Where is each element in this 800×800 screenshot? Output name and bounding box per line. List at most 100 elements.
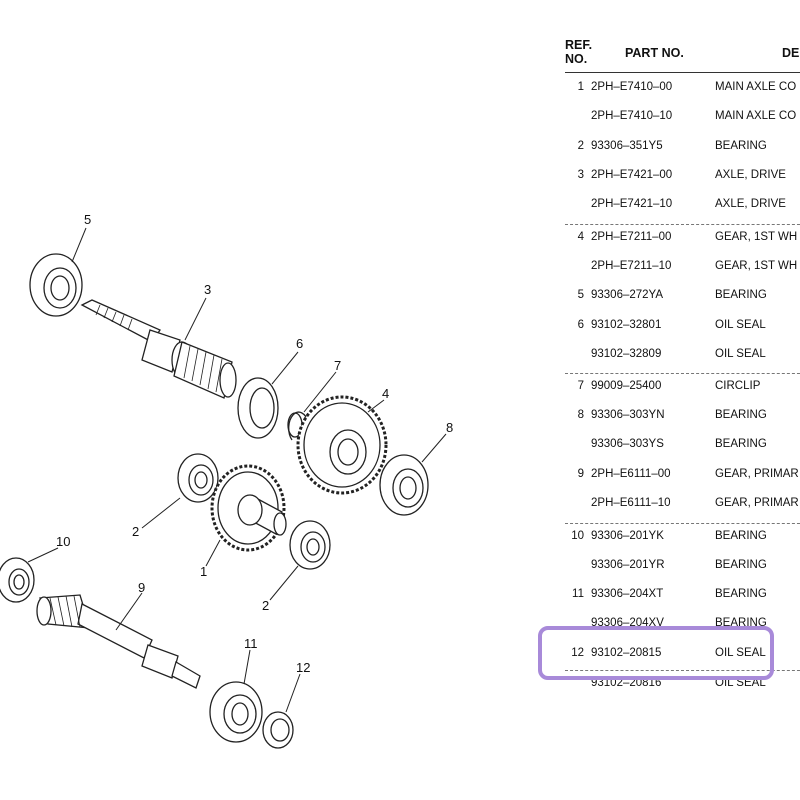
header-description: DE: [782, 46, 800, 60]
exploded-parts-diagram: 5 3 6 7 4 8 2 1 2 10 9 11 12: [0, 212, 453, 749]
part-5-bearing: [29, 253, 83, 317]
part-no-cell: 93306–272YA: [591, 289, 664, 301]
part-2-bearing-lower: [289, 520, 331, 570]
description-cell: BEARING: [715, 409, 767, 421]
callout-4: 4: [382, 386, 389, 401]
callout-7: 7: [334, 358, 341, 373]
part-no-cell: 2PH–E7211–00: [591, 231, 672, 243]
description-cell: BEARING: [715, 289, 767, 301]
description-cell: AXLE, DRIVE: [715, 169, 786, 181]
part-9-gear-primary: [36, 594, 201, 689]
ref-cell: 6: [577, 319, 584, 331]
description-cell: AXLE, DRIVE: [715, 198, 786, 210]
part-no-cell: 2PH–E7421–00: [591, 169, 673, 181]
callout-6: 6: [296, 336, 303, 351]
table-row: 12 93102–20815 OIL SEAL: [560, 647, 800, 663]
part-no-cell: 2PH–E7410–10: [591, 110, 673, 122]
table-row: 4 2PH–E7211–00 GEAR, 1ST WH: [560, 231, 800, 247]
group-separator: [565, 373, 800, 374]
callout-11: 11: [244, 636, 258, 651]
table-row: 3 2PH–E7421–00 AXLE, DRIVE: [560, 169, 800, 185]
table-row: 93306–201YR BEARING: [560, 559, 800, 575]
callout-12: 12: [296, 660, 310, 675]
part-6-oil-seal: [237, 377, 279, 439]
part-no-cell: 93102–20815: [591, 647, 662, 659]
ref-cell: 3: [577, 169, 584, 181]
group-separator: [565, 523, 800, 524]
part-no-cell: 93306–303YN: [591, 409, 665, 421]
ref-cell: 4: [577, 231, 584, 243]
table-header: REF. NO. PART NO. DE: [560, 36, 800, 72]
callout-1: 1: [200, 564, 207, 579]
header-ref-no: REF. NO.: [565, 38, 593, 66]
part-8-bearing: [379, 454, 429, 516]
table-row: 93306–303YS BEARING: [560, 438, 800, 454]
description-cell: BEARING: [715, 559, 767, 571]
description-cell: MAIN AXLE CO: [715, 81, 797, 93]
part-no-cell: 93102–32809: [591, 348, 662, 360]
header-divider: [565, 72, 800, 73]
description-cell: BEARING: [715, 530, 767, 542]
description-cell: OIL SEAL: [715, 319, 766, 331]
callout-2-lower: 2: [262, 598, 269, 613]
part-no-cell: 93306–303YS: [591, 438, 664, 450]
part-no-cell: 93102–20816: [591, 677, 662, 689]
header-part-no: PART NO.: [625, 46, 684, 60]
description-cell: MAIN AXLE CO: [715, 110, 797, 122]
description-cell: OIL SEAL: [715, 677, 766, 689]
description-cell: GEAR, PRIMAR: [715, 497, 799, 509]
table-row: 2PH–E7421–10 AXLE, DRIVE: [560, 198, 800, 214]
description-cell: CIRCLIP: [715, 380, 761, 392]
ref-cell: 12: [571, 647, 584, 659]
part-no-cell: 93102–32801: [591, 319, 662, 331]
group-separator: [565, 670, 800, 671]
leader-lines: [27, 227, 447, 713]
callout-9: 9: [138, 580, 145, 595]
callout-10: 10: [56, 534, 70, 549]
part-3-axle-drive: [80, 299, 237, 399]
part-no-cell: 93306–204XT: [591, 588, 664, 600]
part-1-main-axle-gear: [210, 464, 287, 552]
description-cell: BEARING: [715, 140, 767, 152]
part-no-cell: 93306–201YR: [591, 559, 665, 571]
ref-cell: 7: [577, 380, 584, 392]
callout-8: 8: [446, 420, 453, 435]
part-2-bearing-upper: [177, 453, 219, 503]
ref-cell: 9: [577, 468, 584, 480]
part-11-bearing: [209, 681, 263, 743]
highlight-marker: [538, 626, 774, 680]
description-cell: OIL SEAL: [715, 348, 766, 360]
table-row: 9 2PH–E6111–00 GEAR, PRIMAR: [560, 468, 800, 484]
ref-cell: 10: [571, 530, 584, 542]
part-no-cell: 99009–25400: [591, 380, 662, 392]
description-cell: GEAR, 1ST WH: [715, 231, 798, 243]
description-cell: GEAR, 1ST WH: [715, 260, 798, 272]
part-no-cell: 93306–201YK: [591, 530, 664, 542]
ref-cell: 1: [577, 81, 584, 93]
table-row: 10 93306–201YK BEARING: [560, 530, 800, 546]
table-row: 7 99009–25400 CIRCLIP: [560, 380, 800, 396]
description-cell: GEAR, PRIMAR: [715, 468, 799, 480]
table-row: 93102–32809 OIL SEAL: [560, 348, 800, 364]
part-10-bearing: [0, 557, 35, 603]
callout-5: 5: [84, 212, 91, 227]
callout-3: 3: [204, 282, 211, 297]
table-row: 6 93102–32801 OIL SEAL: [560, 319, 800, 335]
part-no-cell: 2PH–E7410–00: [591, 81, 673, 93]
part-no-cell: 2PH–E6111–10: [591, 497, 671, 509]
description-cell: BEARING: [715, 438, 767, 450]
ref-cell: 2: [577, 140, 584, 152]
callout-2-upper: 2: [132, 524, 139, 539]
part-12-oil-seal: [262, 711, 294, 749]
description-cell: OIL SEAL: [715, 647, 766, 659]
part-no-cell: 2PH–E7421–10: [591, 198, 673, 210]
description-cell: BEARING: [715, 588, 767, 600]
part-no-cell: 2PH–E6111–00: [591, 468, 671, 480]
part-4-gear-1st-wheel: [296, 395, 388, 495]
